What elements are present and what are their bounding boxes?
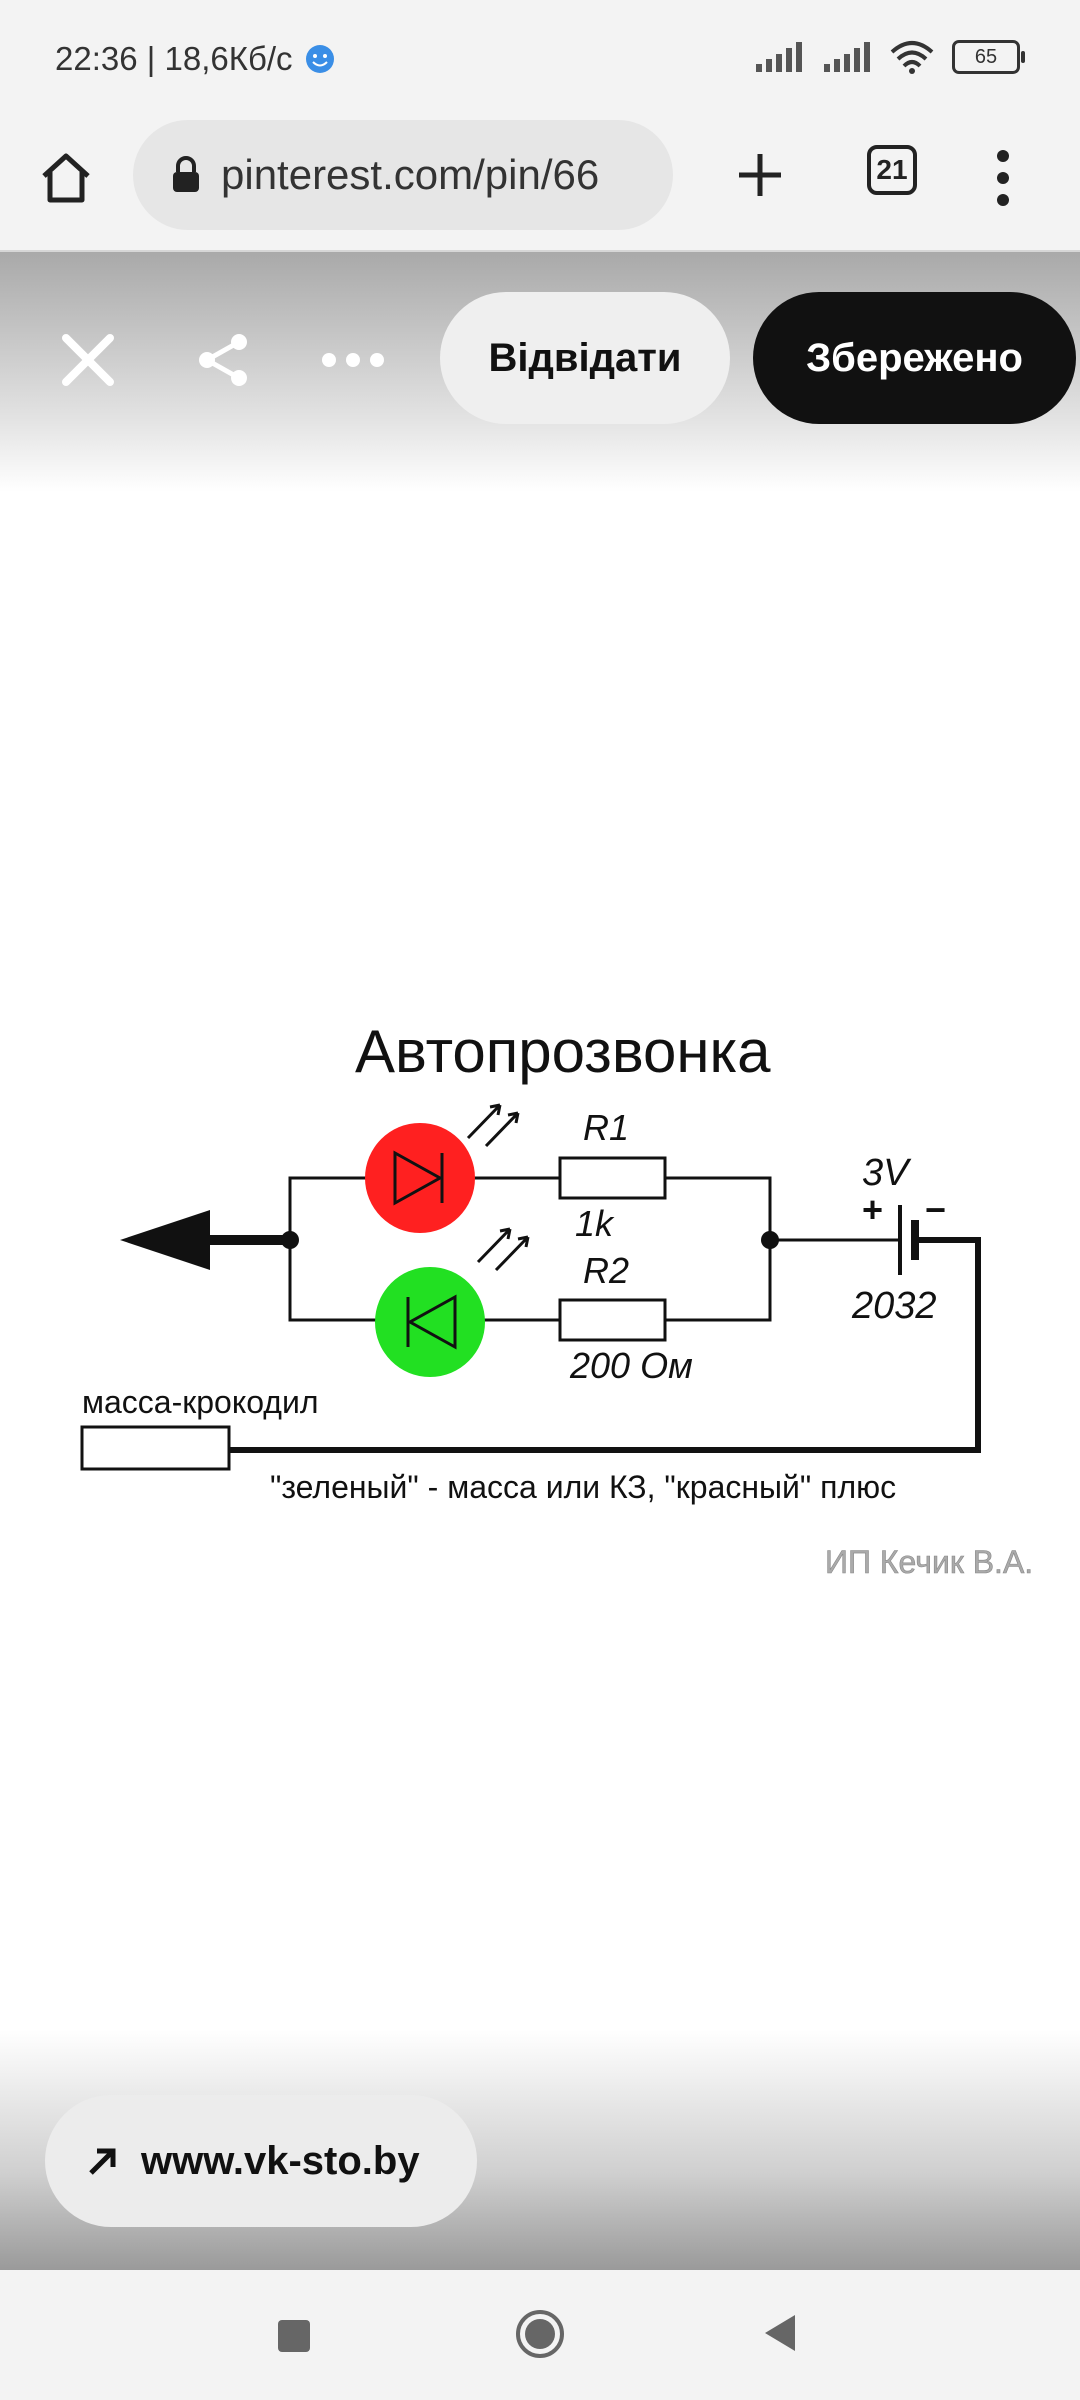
battery-indicator: 65 xyxy=(952,40,1025,74)
r2-label: R2 xyxy=(583,1250,629,1291)
ground-clamp xyxy=(80,1425,231,1471)
source-link-button[interactable]: www.vk-sto.by xyxy=(45,2095,477,2227)
r2-value: 200 Ом xyxy=(569,1345,693,1386)
probe-arrow xyxy=(120,1210,210,1270)
pin-action-row: Відвідати Збережено xyxy=(0,292,1080,424)
more-dot xyxy=(322,353,336,367)
lock-icon xyxy=(173,156,199,192)
diagram-caption: "зеленый" - масса или КЗ, "красный" плюс xyxy=(270,1469,896,1505)
wire-bottom-right xyxy=(665,1240,772,1322)
battery-level: 65 xyxy=(974,45,998,68)
battery-type: 2032 xyxy=(851,1285,937,1327)
close-button[interactable] xyxy=(48,320,128,400)
source-link-text: www.vk-sto.by xyxy=(141,2138,420,2183)
signal-icon-2 xyxy=(824,42,870,72)
green-led-diode xyxy=(406,1294,457,1350)
home-button[interactable] xyxy=(30,142,102,214)
red-led-light-rays xyxy=(466,1103,520,1148)
system-navigation-bar xyxy=(0,2270,1080,2400)
visit-button[interactable]: Відвідати xyxy=(440,292,730,424)
status-time-text: 22:36 | 18,6Кб/с xyxy=(55,40,293,77)
diagram-title: Автопрозвонка xyxy=(355,1018,771,1085)
battery-voltage: 3V xyxy=(862,1152,912,1194)
tab-switcher-button[interactable]: 21 xyxy=(867,145,917,195)
wire-battery-return xyxy=(230,1237,981,1453)
more-options-button[interactable] xyxy=(313,320,393,400)
smiley-icon xyxy=(305,45,334,73)
resistor-r1 xyxy=(558,1156,667,1200)
menu-dot xyxy=(997,194,1009,206)
new-tab-button[interactable] xyxy=(725,140,795,210)
more-dot xyxy=(370,353,384,367)
resistor-r2 xyxy=(558,1298,667,1342)
menu-dot xyxy=(997,172,1009,184)
browser-toolbar: pinterest.com/pin/66 21 xyxy=(0,120,1080,252)
back-button[interactable] xyxy=(765,2315,795,2351)
share-button[interactable] xyxy=(183,320,263,400)
wifi-icon xyxy=(890,41,934,74)
status-bar: 22:36 | 18,6Кб/с xyxy=(0,0,1080,120)
signal-icon-1 xyxy=(756,42,802,72)
r1-label: R1 xyxy=(583,1107,629,1148)
status-icons: 65 xyxy=(754,40,1025,74)
home-icon xyxy=(42,153,90,203)
menu-dot xyxy=(997,150,1009,162)
battery-plus: + xyxy=(862,1189,883,1230)
green-led xyxy=(375,1267,485,1377)
url-bar[interactable]: pinterest.com/pin/66 xyxy=(133,120,673,230)
url-text: pinterest.com/pin/66 xyxy=(221,151,600,198)
status-time-speed: 22:36 | 18,6Кб/с xyxy=(55,40,337,78)
battery-minus: − xyxy=(925,1189,946,1230)
recent-apps-button[interactable] xyxy=(278,2320,310,2352)
tab-count: 21 xyxy=(876,154,908,185)
more-dot xyxy=(346,353,360,367)
circuit-diagram: Автопрозвонка R1 1k R2 200 Ом 3V + − 203… xyxy=(80,1018,1033,1580)
browser-menu-button[interactable] xyxy=(985,138,1021,218)
external-link-arrow-icon xyxy=(89,2148,116,2175)
saved-button[interactable]: Збережено xyxy=(753,292,1076,424)
close-icon xyxy=(62,334,114,386)
green-led-light-rays xyxy=(476,1227,530,1272)
red-led xyxy=(365,1123,475,1233)
plus-icon xyxy=(739,154,781,196)
wire-top-right xyxy=(665,1176,772,1240)
share-icon xyxy=(199,334,247,386)
red-led-diode xyxy=(393,1150,444,1206)
diagram-watermark: ИП Кечик В.А. xyxy=(825,1544,1033,1580)
nav-home-button[interactable] xyxy=(516,2310,564,2358)
r1-value: 1k xyxy=(575,1203,615,1244)
clamp-label: масса-крокодил xyxy=(82,1384,319,1420)
nav-home-icon xyxy=(525,2319,555,2349)
